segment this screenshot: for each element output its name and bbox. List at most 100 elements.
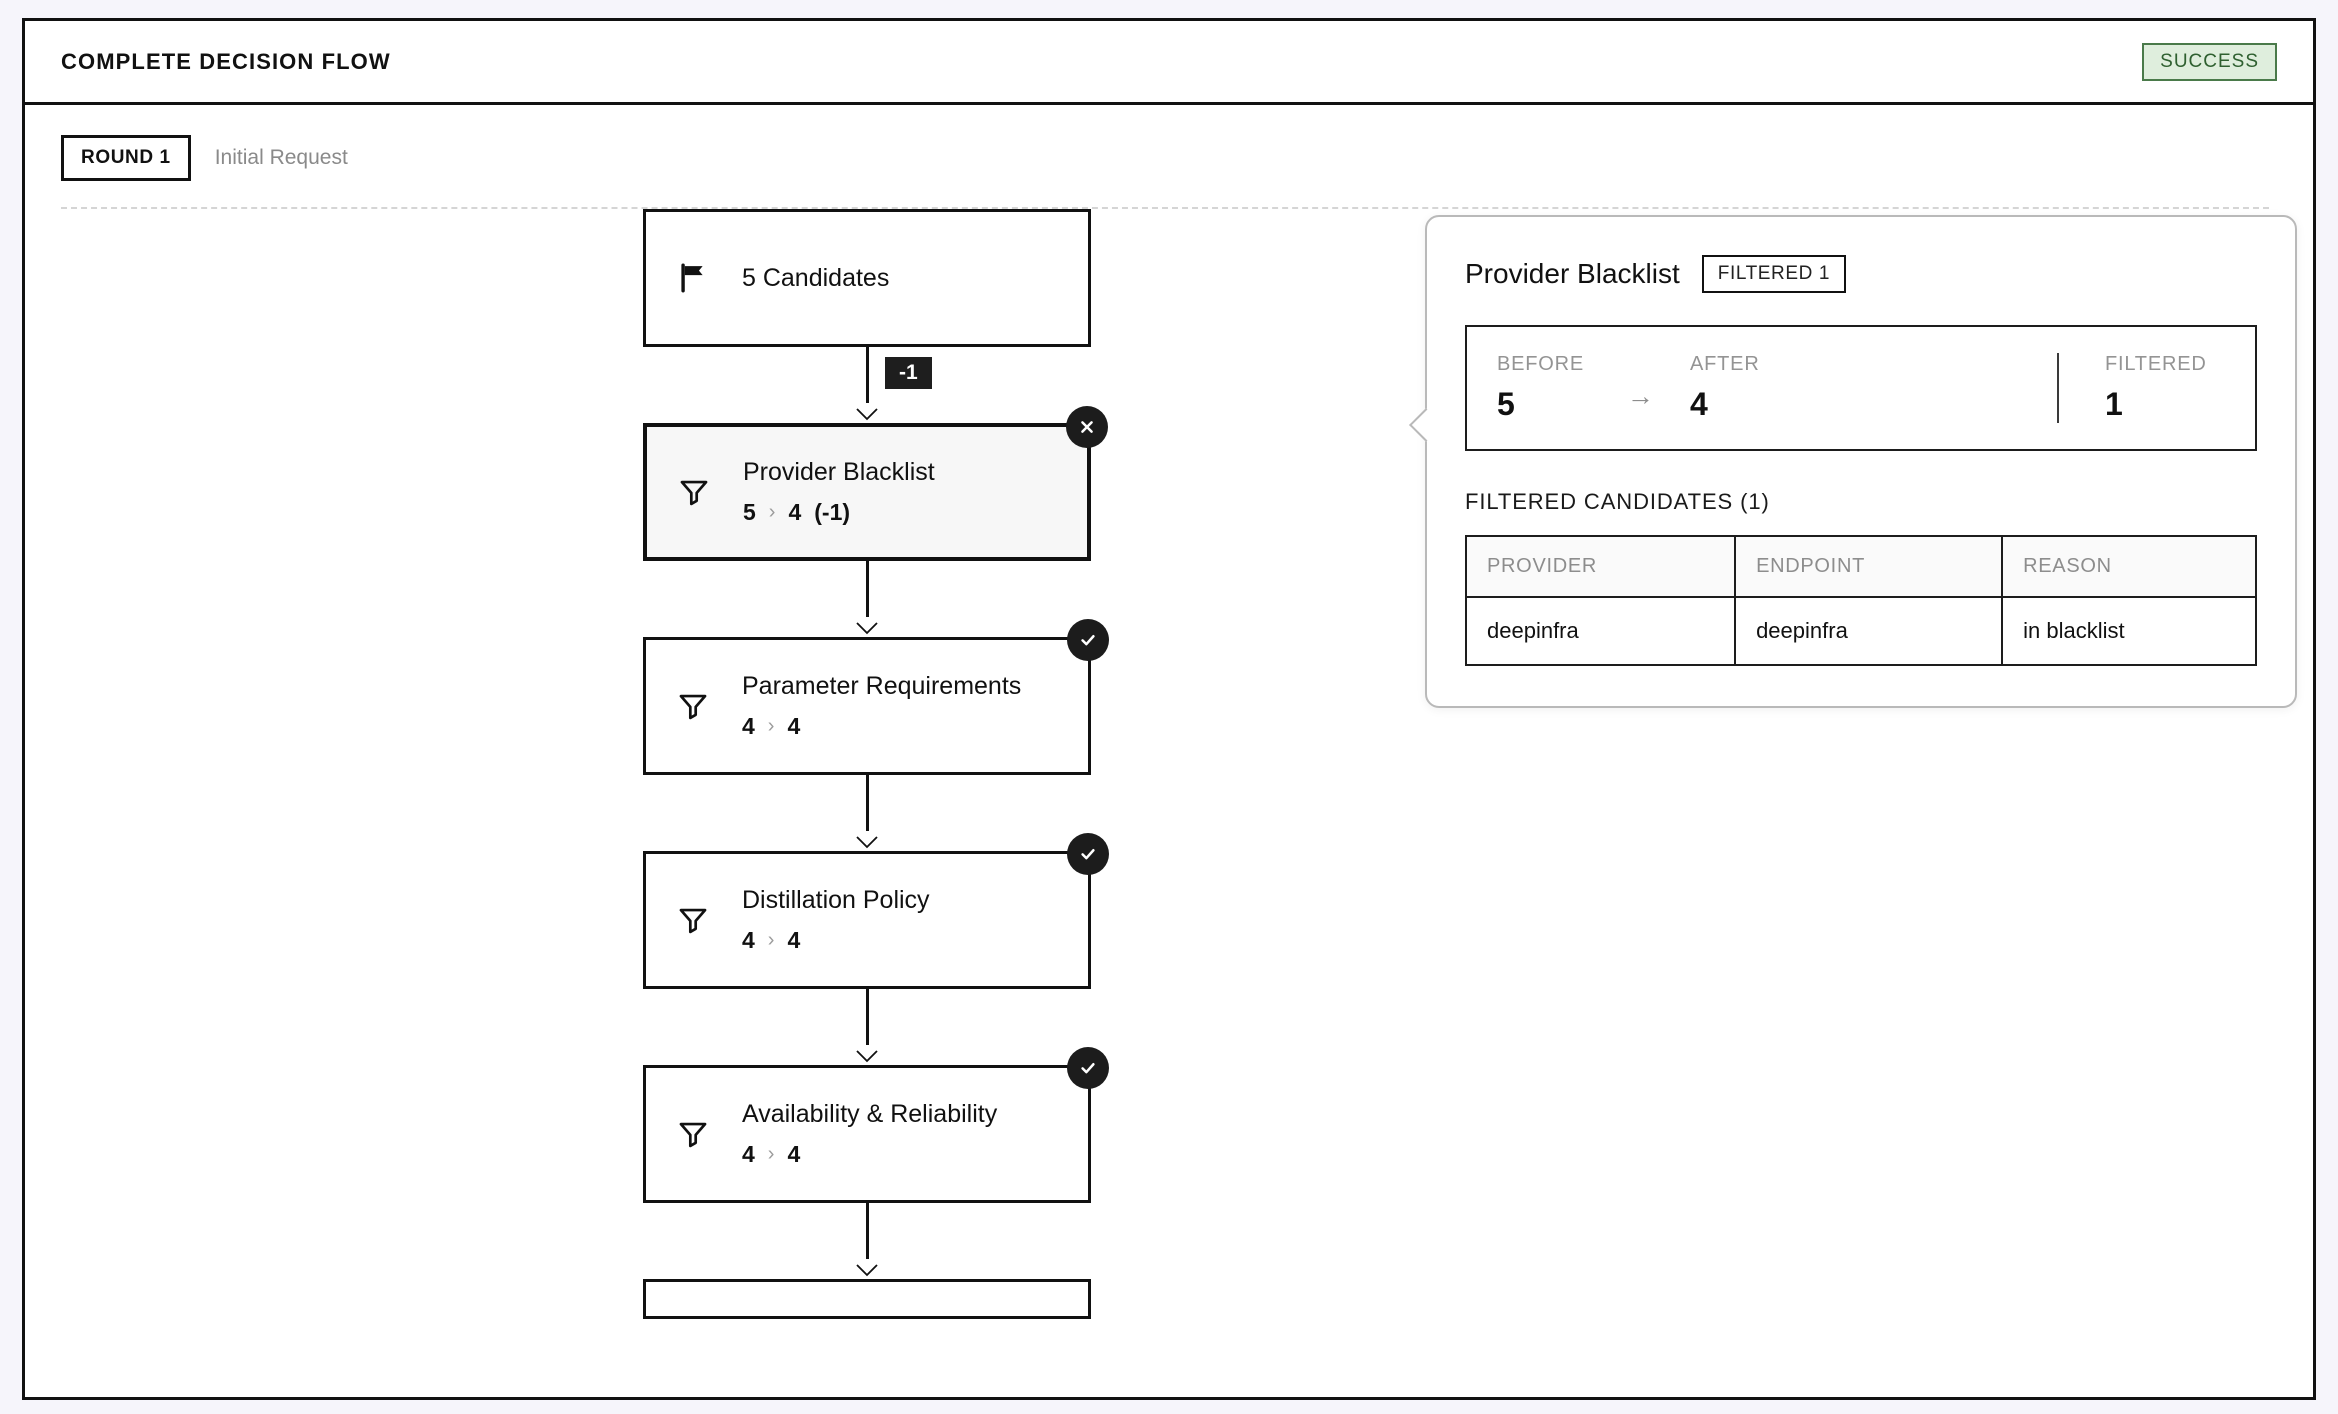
flow-node-next-clipped[interactable] bbox=[643, 1279, 1091, 1319]
filtered-candidates-table: PROVIDER ENDPOINT REASON deepinfra deepi… bbox=[1465, 535, 2257, 666]
flow-connector bbox=[643, 775, 1091, 851]
filter-icon bbox=[672, 689, 714, 723]
node-body: Provider Blacklist 5 › 4 (-1) bbox=[743, 458, 935, 526]
node-status-badge-error bbox=[1066, 406, 1108, 448]
connector-delta-badge: -1 bbox=[885, 357, 932, 389]
chevron-down-icon bbox=[856, 622, 878, 635]
stat-filtered: FILTERED 1 bbox=[2105, 353, 2225, 423]
stat-value: 5 bbox=[1497, 386, 1515, 422]
flow-column: 5 Candidates -1 bbox=[643, 209, 1109, 1319]
node-title: Availability & Reliability bbox=[742, 1100, 998, 1128]
chevron-down-icon bbox=[856, 408, 878, 421]
stat-label: AFTER bbox=[1690, 353, 1760, 375]
filter-icon bbox=[672, 1117, 714, 1151]
stats-box: BEFORE 5 → AFTER 4 FILTERED 1 bbox=[1465, 325, 2257, 451]
close-icon bbox=[1081, 421, 1093, 433]
node-status-badge-pass bbox=[1067, 1047, 1109, 1089]
node-body: 5 Candidates bbox=[742, 264, 889, 293]
stats-spacer bbox=[1810, 353, 2057, 423]
round-strip: ROUND 1 Initial Request bbox=[25, 105, 2313, 209]
node-box[interactable]: 5 Candidates bbox=[643, 209, 1091, 347]
decision-flow-card: COMPLETE DECISION FLOW SUCCESS ROUND 1 I… bbox=[22, 18, 2316, 1400]
count-after: 4 bbox=[787, 1141, 801, 1167]
filter-icon bbox=[672, 903, 714, 937]
round-separator bbox=[61, 207, 2269, 209]
cell-endpoint: deepinfra bbox=[1735, 597, 2004, 665]
flow-node-availability-reliability[interactable]: Availability & Reliability 4 › 4 bbox=[643, 1047, 1109, 1203]
column-header-endpoint: ENDPOINT bbox=[1735, 536, 2004, 598]
flow-node-provider-blacklist[interactable]: Provider Blacklist 5 › 4 (-1) bbox=[643, 406, 1108, 561]
chevron-right-icon: › bbox=[767, 715, 775, 737]
node-box[interactable]: Provider Blacklist 5 › 4 (-1) bbox=[643, 406, 1108, 561]
check-icon bbox=[1081, 635, 1095, 646]
arrow-right-icon: → bbox=[1627, 380, 1654, 411]
chevron-down-icon bbox=[856, 1264, 878, 1277]
stat-value: 4 bbox=[1690, 386, 1708, 422]
flow-connector bbox=[643, 561, 1091, 637]
flag-icon bbox=[672, 261, 714, 295]
flow-connector: -1 bbox=[643, 347, 1091, 423]
table-header-row: PROVIDER ENDPOINT REASON bbox=[1466, 536, 2256, 598]
column-header-provider: PROVIDER bbox=[1466, 536, 1737, 598]
table-row[interactable]: deepinfra deepinfra in blacklist bbox=[1466, 597, 2256, 665]
count-after: 4 bbox=[788, 499, 802, 525]
panel-title: Provider Blacklist bbox=[1465, 258, 1680, 289]
stat-label: BEFORE bbox=[1497, 353, 1585, 375]
detail-panel: Provider Blacklist FILTERED 1 BEFORE 5 →… bbox=[1409, 215, 2297, 708]
stat-before: BEFORE 5 bbox=[1497, 353, 1617, 423]
round-badge[interactable]: ROUND 1 bbox=[61, 135, 191, 181]
connector-line bbox=[865, 347, 869, 403]
node-title: Distillation Policy bbox=[742, 886, 930, 914]
stats-divider bbox=[2057, 353, 2059, 423]
stat-value: 1 bbox=[2105, 386, 2123, 422]
node-box[interactable] bbox=[643, 1279, 1091, 1319]
card-header: COMPLETE DECISION FLOW SUCCESS bbox=[25, 21, 2313, 105]
node-counts: 4 › 4 bbox=[742, 1141, 997, 1168]
node-box[interactable]: Availability & Reliability 4 › 4 bbox=[643, 1047, 1109, 1203]
node-body: Distillation Policy 4 › 4 bbox=[742, 886, 930, 954]
node-title: Provider Blacklist bbox=[743, 458, 935, 486]
flow-node-start[interactable]: 5 Candidates bbox=[643, 209, 1091, 347]
stat-after: AFTER 4 bbox=[1690, 353, 1810, 423]
cell-provider: deepinfra bbox=[1466, 597, 1737, 665]
filtered-candidates-label: FILTERED CANDIDATES (1) bbox=[1465, 489, 1770, 514]
round-row: ROUND 1 Initial Request bbox=[61, 135, 2277, 207]
chevron-right-icon: › bbox=[767, 1143, 775, 1165]
node-body: Parameter Requirements 4 › 4 bbox=[742, 672, 1021, 740]
chevron-right-icon: › bbox=[767, 929, 775, 951]
panel-header: Provider Blacklist FILTERED 1 bbox=[1465, 255, 2257, 293]
flow-node-distillation-policy[interactable]: Distillation Policy 4 › 4 bbox=[643, 833, 1109, 989]
chevron-down-icon bbox=[856, 1050, 878, 1063]
flow-connector bbox=[643, 989, 1091, 1065]
node-status-badge-pass bbox=[1067, 619, 1109, 661]
page-title: COMPLETE DECISION FLOW bbox=[61, 48, 391, 74]
count-delta: (-1) bbox=[814, 499, 851, 525]
panel-pointer bbox=[1409, 408, 1443, 442]
node-title: 5 Candidates bbox=[742, 263, 890, 292]
stat-label: FILTERED bbox=[2105, 353, 2207, 375]
column-header-reason: REASON bbox=[2002, 536, 2256, 598]
node-box[interactable]: Distillation Policy 4 › 4 bbox=[643, 833, 1109, 989]
flow-connector bbox=[643, 1203, 1091, 1279]
connector-line bbox=[865, 561, 869, 617]
status-badge: SUCCESS bbox=[2142, 42, 2277, 81]
round-subtitle: Initial Request bbox=[214, 146, 348, 169]
connector-line bbox=[865, 989, 869, 1045]
count-before: 5 bbox=[743, 499, 756, 525]
count-before: 4 bbox=[742, 927, 755, 953]
connector-line bbox=[865, 1203, 869, 1259]
node-counts: 4 › 4 bbox=[742, 713, 1021, 740]
node-counts: 4 › 4 bbox=[742, 927, 930, 954]
chevron-right-icon: › bbox=[768, 501, 776, 523]
check-icon bbox=[1081, 849, 1095, 860]
node-status-badge-pass bbox=[1067, 833, 1109, 875]
flow-node-parameter-requirements[interactable]: Parameter Requirements 4 › 4 bbox=[643, 619, 1109, 775]
chevron-down-icon bbox=[856, 836, 878, 849]
flow-canvas: 5 Candidates -1 bbox=[25, 209, 2313, 1389]
filter-icon bbox=[673, 475, 715, 509]
node-body: Availability & Reliability 4 › 4 bbox=[742, 1100, 997, 1168]
node-box[interactable]: Parameter Requirements 4 › 4 bbox=[643, 619, 1109, 775]
check-icon bbox=[1081, 1063, 1095, 1074]
count-after: 4 bbox=[787, 713, 801, 739]
cell-reason: in blacklist bbox=[2023, 618, 2125, 643]
